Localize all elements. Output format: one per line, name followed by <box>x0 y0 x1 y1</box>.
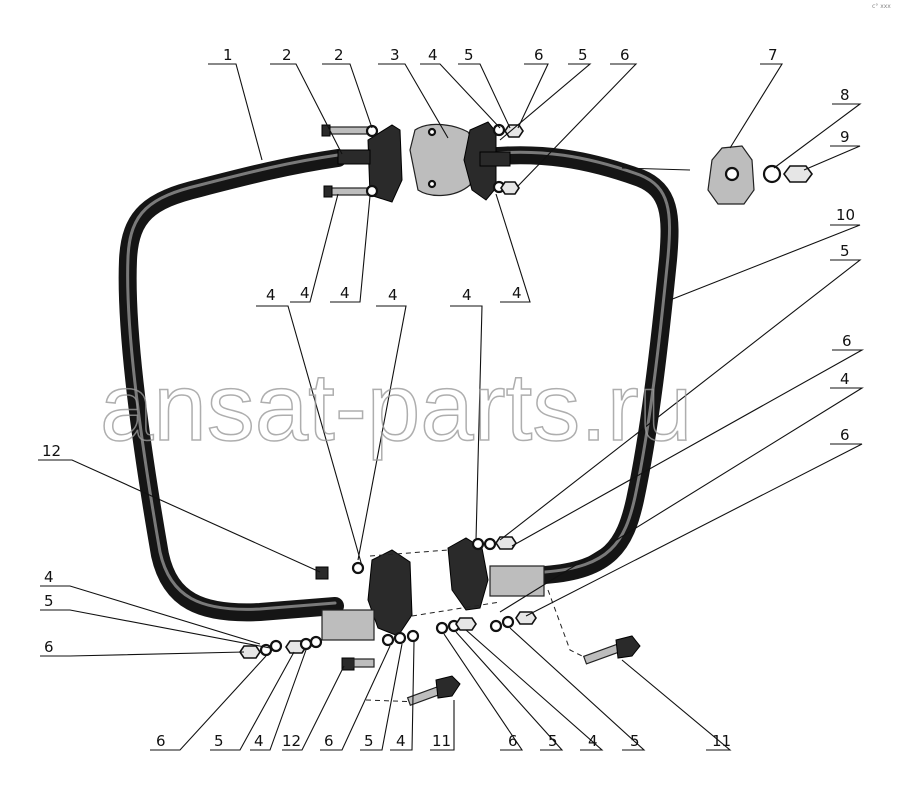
callout-6: 6 <box>534 46 544 64</box>
top-left-bolt-upper <box>321 124 379 138</box>
callout-9: 9 <box>840 128 850 146</box>
top-right-flange <box>463 121 511 201</box>
callout-5: 5 <box>630 732 640 750</box>
callout-12: 12 <box>282 732 301 750</box>
callout-4: 4 <box>588 732 598 750</box>
callout-4: 4 <box>254 732 264 750</box>
callout-5: 5 <box>44 592 54 610</box>
callout-5: 5 <box>464 46 474 64</box>
washer-right-3 <box>489 619 503 633</box>
callout-5: 5 <box>548 732 558 750</box>
callout-4: 4 <box>388 286 398 304</box>
bolt-12-lower <box>341 657 355 671</box>
plate-hole <box>427 127 437 137</box>
washer-lower-left <box>351 561 365 575</box>
callout-4: 4 <box>266 286 276 304</box>
nut-right-2 <box>515 611 537 625</box>
assembly-line <box>411 601 501 617</box>
nut-right-1 <box>455 617 477 631</box>
nut-right-upper <box>495 536 517 550</box>
callout-4: 4 <box>300 284 310 302</box>
callout-labels: 1 2 2 3 4 5 6 5 6 7 8 9 10 4 4 4 4 4 4 5… <box>42 46 855 750</box>
callout-3: 3 <box>390 46 400 64</box>
callout-4: 4 <box>512 284 522 302</box>
mounting-plate <box>409 123 479 196</box>
callout-2: 2 <box>334 46 344 64</box>
watermark: ansat-parts.ru <box>100 354 692 461</box>
washer-right-1 <box>435 621 449 635</box>
washer-left-7 <box>406 629 420 643</box>
callout-4: 4 <box>396 732 406 750</box>
washer-left-6 <box>393 631 407 645</box>
top-left-bolt-lower <box>323 184 379 198</box>
callout-6: 6 <box>324 732 334 750</box>
callout-5: 5 <box>578 46 588 64</box>
assembly-line <box>547 589 591 661</box>
plate-hole <box>427 179 437 189</box>
callout-8: 8 <box>840 86 850 104</box>
callout-4: 4 <box>840 370 850 388</box>
washer-left-4 <box>309 635 323 649</box>
callout-11: 11 <box>712 732 731 750</box>
leader-lines <box>38 63 865 751</box>
washer-8 <box>762 164 782 184</box>
nut-top-lower <box>500 181 520 195</box>
callout-6: 6 <box>508 732 518 750</box>
washer-right-4 <box>501 615 515 629</box>
eye-bolt-11-left <box>406 675 461 707</box>
callout-11: 11 <box>432 732 451 750</box>
washer-right-upper-2 <box>483 537 497 551</box>
callout-5: 5 <box>364 732 374 750</box>
callout-7: 7 <box>768 46 778 64</box>
callout-1: 1 <box>223 46 233 64</box>
callout-5: 5 <box>840 242 850 260</box>
bolt-12-upper <box>315 566 329 580</box>
callout-12: 12 <box>42 442 61 460</box>
eye-bolt-11-right <box>582 635 641 665</box>
callout-4: 4 <box>462 286 472 304</box>
washer-left-5 <box>381 633 395 647</box>
callout-6: 6 <box>620 46 630 64</box>
lower-left-flange <box>321 549 413 641</box>
callout-10: 10 <box>836 206 855 224</box>
assembly-line <box>369 549 449 557</box>
washer-top-upper <box>492 123 506 137</box>
washer-left-2 <box>269 639 283 653</box>
callout-6: 6 <box>44 638 54 656</box>
callout-4: 4 <box>44 568 54 586</box>
bracket-hole <box>724 166 740 182</box>
callout-6: 6 <box>842 332 852 350</box>
axis-line <box>621 167 691 171</box>
corner-note: c° ххх <box>872 3 891 10</box>
callout-4: 4 <box>340 284 350 302</box>
callout-2: 2 <box>282 46 292 64</box>
lower-right-flange <box>447 537 545 611</box>
nut-top-upper <box>504 124 524 138</box>
callout-6: 6 <box>156 732 166 750</box>
washer-left-3 <box>299 637 313 651</box>
callout-6: 6 <box>840 426 850 444</box>
callout-4: 4 <box>428 46 438 64</box>
frame-tube <box>118 146 679 622</box>
callout-5: 5 <box>214 732 224 750</box>
bolt-12-lower-shank <box>353 658 375 668</box>
washer-right-upper <box>471 537 485 551</box>
